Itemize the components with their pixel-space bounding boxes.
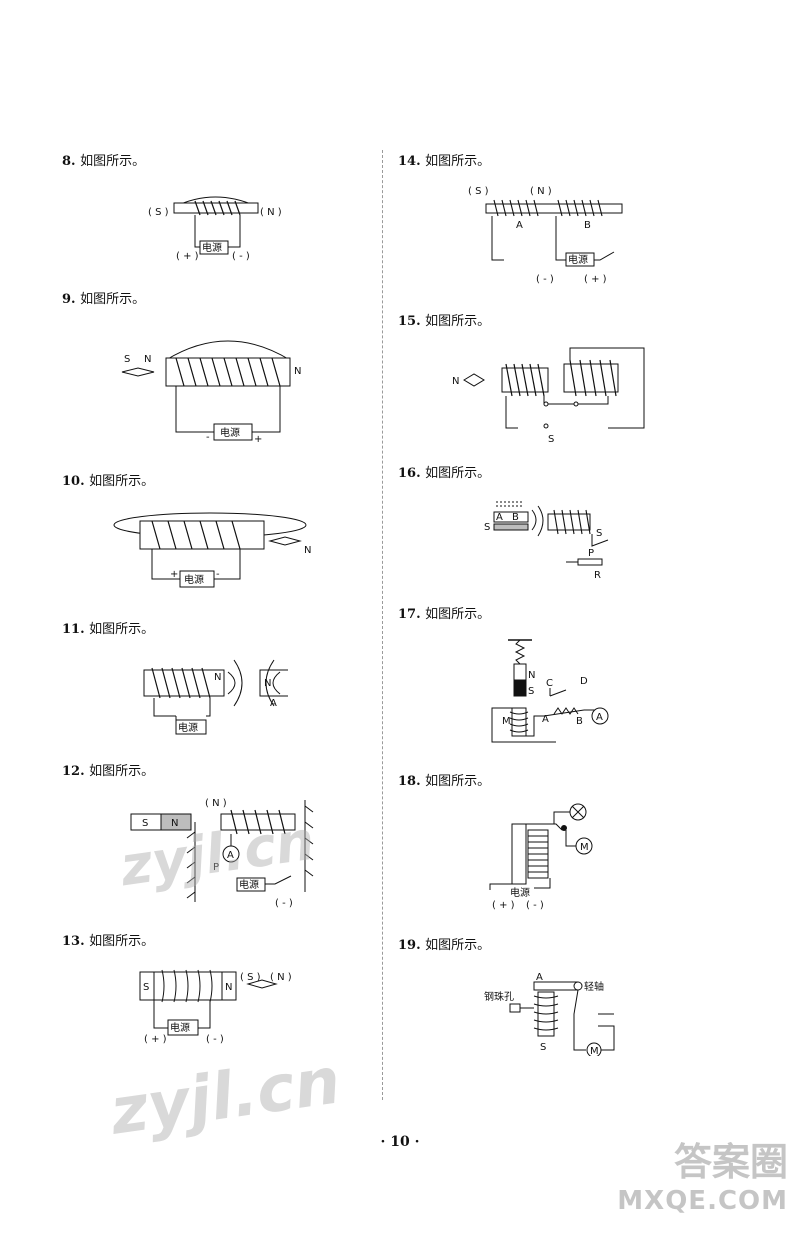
label-plus: ( + ) <box>584 274 607 285</box>
label-minus: ( - ) <box>536 274 554 285</box>
question-8: 8. 如图所示。 <box>62 154 146 169</box>
label-plus: ( + ) <box>176 251 199 262</box>
label-A: A <box>516 220 523 231</box>
label-S: S <box>143 982 149 993</box>
figure-13: S N ( S ) ( N ) 电源 ( + ) ( - ) <box>139 969 292 1045</box>
label-B: B <box>576 716 583 727</box>
figure-17: N S C D A B A M <box>491 639 609 743</box>
page-number: · 10 · <box>380 1134 420 1150</box>
power-label: 电源 <box>178 721 198 734</box>
label-plus: + <box>254 434 262 445</box>
question-15: 15. 如图所示。 <box>398 314 491 329</box>
power-label: 电源 <box>202 241 222 254</box>
question-9: 9. 如图所示。 <box>62 292 146 307</box>
motor-label: M <box>590 1046 599 1056</box>
label-A: A <box>496 512 503 523</box>
power-label: 电源 <box>239 878 259 891</box>
motor-label: M <box>580 842 589 853</box>
label-N: N <box>171 818 178 829</box>
label-N-magnet: N <box>264 678 271 689</box>
label-S: S <box>528 686 534 697</box>
label-minus: ( - ) <box>232 251 250 262</box>
label-minus: ( - ) <box>526 900 544 911</box>
question-16: 16. 如图所示。 <box>398 466 491 481</box>
label-N-coil: N <box>214 672 221 683</box>
label-A: A <box>542 714 549 725</box>
power-label: 电源 <box>510 886 530 899</box>
label-pS: ( S ) <box>468 186 489 197</box>
label-pN: ( N ) <box>530 186 552 197</box>
figure-10: N 电源 + - <box>113 512 311 588</box>
figure-16: A B S S P R <box>484 501 609 581</box>
label-P: P <box>588 548 594 559</box>
label-B: B <box>512 512 519 523</box>
label-A: A <box>536 972 543 983</box>
question-11: 11. 如图所示。 <box>62 622 155 637</box>
power-label: 电源 <box>568 253 588 266</box>
label-plus: + <box>170 569 178 580</box>
question-14: 14. 如图所示。 <box>398 154 491 169</box>
label-pN: ( N ) <box>205 798 227 809</box>
label-N: N <box>528 670 535 681</box>
question-12: 12. 如图所示。 <box>62 764 155 779</box>
label-minus: - <box>206 432 210 443</box>
figure-11: N N A 电源 <box>143 659 288 735</box>
label-plus: ( + ) <box>492 900 515 911</box>
label-S-switch: S <box>596 528 602 539</box>
question-18: 18. 如图所示。 <box>398 774 491 789</box>
label-S: ( S ) <box>148 207 169 218</box>
label-S: S <box>124 354 130 365</box>
q19-left-label: 钢珠孔 <box>484 990 514 1003</box>
column-divider <box>382 150 383 1100</box>
label-C: C <box>546 678 553 689</box>
label-N-end: N <box>294 366 301 377</box>
site-logo: 答案圈 MXQE.COM <box>608 1140 788 1230</box>
label-S: S <box>540 1042 546 1053</box>
label-N: N <box>452 376 459 387</box>
logo-top: 答案圈 <box>673 1140 788 1184</box>
figure-12: S N ( N ) A 电源 P ( - ) <box>130 798 314 909</box>
ammeter-label: A <box>227 850 234 861</box>
power-label: 电源 <box>220 426 240 439</box>
label-B: B <box>584 220 591 231</box>
figure-9: S N N 电源 - + <box>121 340 301 445</box>
ammeter-label: A <box>596 712 603 723</box>
label-D: D <box>580 676 588 687</box>
label-minus: ( - ) <box>206 1034 224 1045</box>
question-13: 13. 如图所示。 <box>62 934 155 949</box>
label-P: P <box>213 862 219 873</box>
figure-18: M 电源 ( + ) ( - ) <box>489 803 593 911</box>
label-S: S <box>142 818 148 829</box>
power-label: 电源 <box>170 1021 190 1034</box>
figure-19: 钢珠孔 A S 轻轴 M <box>484 972 615 1056</box>
label-pS: ( S ) <box>240 972 261 983</box>
label-N: N <box>225 982 232 993</box>
figure-14: ( S ) ( N ) A B 电源 ( - ) ( + ) <box>468 186 623 285</box>
label-minus: ( - ) <box>275 898 293 909</box>
label-pN: ( N ) <box>270 972 292 983</box>
label-N: N <box>144 354 151 365</box>
question-19: 19. 如图所示。 <box>398 938 491 953</box>
power-label: 电源 <box>184 573 204 586</box>
label-M: M <box>502 716 511 727</box>
label-A: A <box>270 698 277 709</box>
label-N: ( N ) <box>260 207 282 218</box>
question-17: 17. 如图所示。 <box>398 607 491 622</box>
label-S: S <box>484 522 490 533</box>
logo-bottom: MXQE.COM <box>617 1186 788 1216</box>
q19-right-label: 轻轴 <box>584 980 604 993</box>
question-10: 10. 如图所示。 <box>62 474 155 489</box>
label-N: N <box>304 545 311 556</box>
label-S-switch: S <box>548 434 554 445</box>
label-plus: ( + ) <box>144 1034 167 1045</box>
figure-8: ( S ) ( N ) 电源 ( + ) ( - ) <box>148 196 282 262</box>
label-R: R <box>594 570 601 581</box>
label-minus: - <box>216 569 220 580</box>
figure-15: N S <box>452 347 645 445</box>
